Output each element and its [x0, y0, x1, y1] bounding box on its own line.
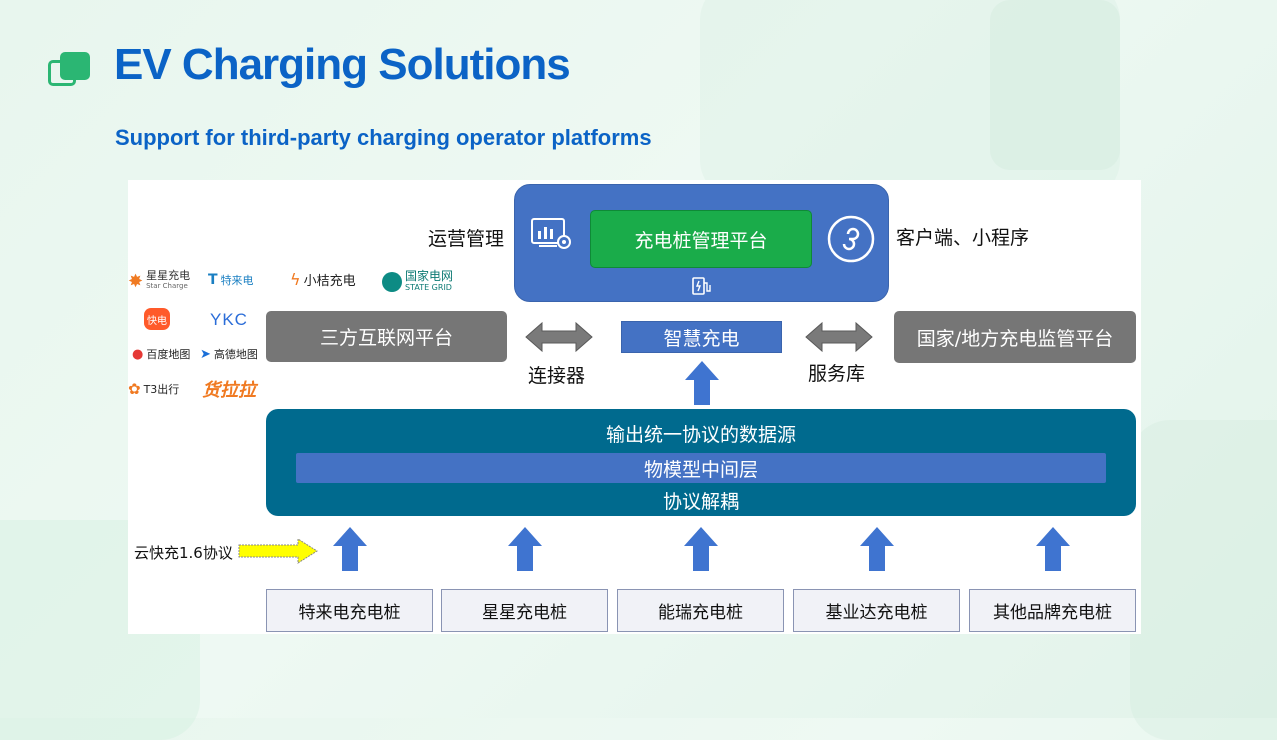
teld-icon: T — [208, 272, 218, 288]
t3-icon: ✿ — [128, 380, 141, 398]
up-arrow-icon — [507, 526, 543, 572]
up-arrow-icon — [1035, 526, 1071, 572]
amap-logo: ➤ 高德地图 — [200, 346, 258, 362]
monitor-gear-icon — [530, 216, 574, 256]
double-arrow-icon — [524, 320, 594, 354]
background-decoration — [700, 0, 1120, 200]
map-pin-icon: ● — [132, 346, 144, 362]
up-arrow-icon — [859, 526, 895, 572]
double-arrow-icon — [804, 320, 874, 354]
mini-program-icon — [826, 214, 876, 264]
page-subtitle: Support for third-party charging operato… — [115, 125, 652, 150]
smart-charging-box: 智慧充电 — [621, 321, 782, 353]
star-icon: ✸ — [128, 270, 144, 292]
up-arrow-icon — [683, 526, 719, 572]
up-arrow-icon — [684, 360, 720, 406]
title-icon — [48, 52, 92, 88]
huolala-logo: 货拉拉 — [202, 380, 256, 401]
protocol-decoupling-label: 协议解耦 — [662, 491, 739, 513]
lightning-icon: ϟ — [290, 270, 301, 289]
charging-station-icon — [691, 276, 713, 296]
architecture-diagram: 充电桩管理平台 运营管理 客户端、小程序 ✸ 星星充电 Star Charge … — [128, 180, 1141, 634]
t3-logo: ✿ T3出行 — [128, 380, 180, 398]
national-regulatory-platform-box: 国家/地方充电监管平台 — [894, 311, 1136, 363]
protocol-label: 云快充1.6协议 — [134, 544, 233, 562]
state-grid-logo: 国家电网 STATE GRID — [382, 270, 453, 294]
background-decoration — [1130, 420, 1277, 740]
baidu-map-logo: ● 百度地图 — [132, 346, 191, 362]
charger-box-other-brands: 其他品牌充电桩 — [969, 589, 1136, 632]
charger-box-star-charge: 星星充电桩 — [441, 589, 608, 632]
state-grid-icon — [382, 272, 402, 292]
yellow-right-arrow-icon — [238, 538, 318, 564]
page-title: EV Charging Solutions — [114, 40, 571, 89]
charger-box-jiyeda: 基业达充电桩 — [793, 589, 960, 632]
xiaoju-logo: ϟ 小桔充电 — [290, 270, 356, 289]
charger-box-nengrui: 能瑞充电桩 — [617, 589, 784, 632]
star-charge-logo: ✸ 星星充电 Star Charge — [128, 269, 191, 292]
service-library-label: 服务库 — [808, 363, 866, 385]
client-miniprogram-label: 客户端、小程序 — [896, 227, 1030, 249]
background-decoration — [990, 0, 1120, 170]
object-model-layer: 物模型中间层 — [296, 453, 1106, 483]
charger-management-platform: 充电桩管理平台 — [590, 210, 812, 268]
up-arrow-icon — [332, 526, 368, 572]
amap-icon: ➤ — [200, 346, 211, 362]
ykc-logo: YKC — [210, 310, 248, 329]
kuaidian-logo: 快电 — [144, 308, 170, 330]
third-party-platform-box: 三方互联网平台 — [266, 311, 507, 362]
ops-management-label: 运营管理 — [428, 228, 505, 250]
charger-box-teld: 特来电充电桩 — [266, 589, 433, 632]
data-source-label: 输出统一协议的数据源 — [605, 424, 796, 446]
connector-label: 连接器 — [528, 365, 586, 387]
teld-logo: T 特来电 — [208, 272, 254, 288]
